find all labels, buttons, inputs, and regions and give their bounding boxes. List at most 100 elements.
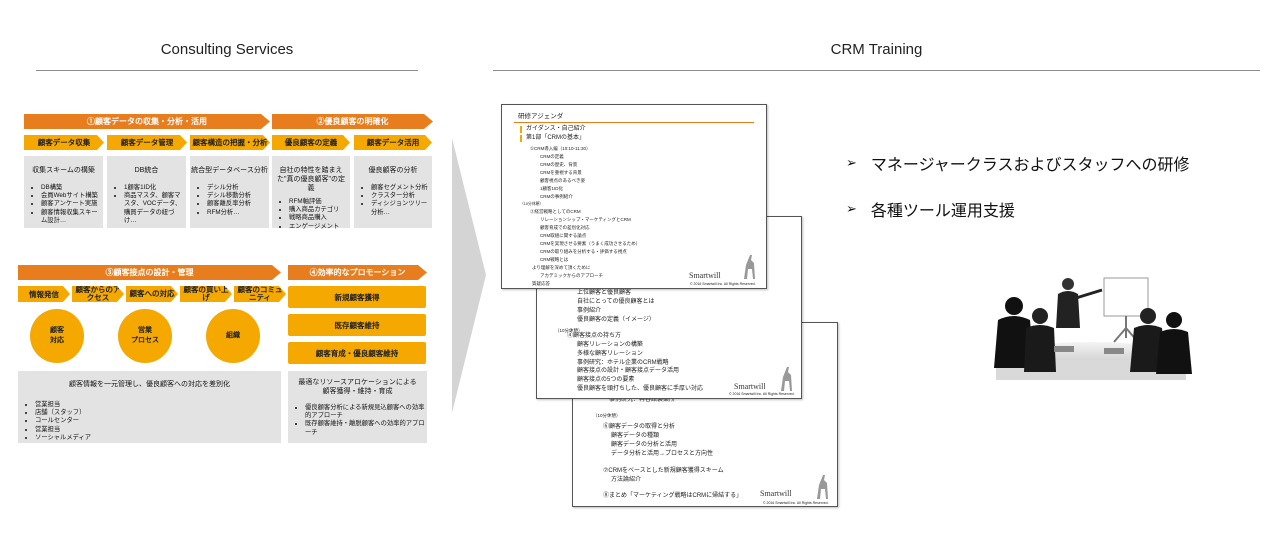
slide-line: （10分休憩）	[520, 202, 544, 206]
slide-line: データ分析と活用→プロセスと方向性	[611, 451, 714, 457]
giraffe-icon	[781, 367, 792, 391]
list-item: ディシジョンツリー分析…	[371, 200, 432, 216]
list-item: デシル移動分析	[207, 192, 269, 200]
copyright: © 2016 Smartwill Inc. All Rights Reserve…	[729, 392, 795, 396]
slide-line: 事例研究：ホテル企業のCRM戦略	[577, 360, 669, 366]
list-item: RFM分析…	[207, 209, 269, 217]
slide-line: より理解を深めて頂くために	[532, 265, 591, 270]
phase1-tab: 顧客データ管理	[107, 135, 187, 150]
agenda-marker	[520, 126, 522, 133]
circle-label: 営業 プロセス	[131, 327, 159, 344]
slide-line: 事例紹介	[577, 308, 602, 314]
slide-line: 自社にとっての優良顧客とは	[577, 299, 655, 305]
circle-label: 組織	[226, 332, 240, 339]
list-item: 商品マスタ、顧客マスタ、VOCデータ、購買データの紐づけ…	[124, 192, 186, 225]
box-heading: 顧客情報を一元管理し、優良顧客への対応を差別化	[69, 381, 230, 388]
phase3-tab: 顧客への対応	[126, 286, 178, 302]
list-item: RFM軸評価	[289, 198, 350, 206]
phase3-tab: 顧客の買い上げ	[180, 286, 232, 302]
phase3-box: 顧客情報を一元管理し、優良顧客への対応を差別化 営業担当 店舗（スタッフ） コー…	[18, 371, 281, 443]
meeting-illustration-icon	[994, 277, 1192, 380]
slide-line: 方法論紹介	[611, 477, 642, 483]
slide-line: 第1部「CRMの基本」	[526, 135, 586, 141]
list-item: 優良顧客分析による新規見込顧客への効率的アプローチ	[305, 404, 427, 420]
list-item: 顧客離反率分析	[207, 200, 269, 208]
slide-line: CRMの事例紹介	[540, 194, 573, 199]
giraffe-icon	[817, 475, 828, 499]
slide-line: 事例研究：再春館製薬所	[609, 397, 676, 403]
copyright: © 2016 Smartwill Inc. All Rights Reserve…	[690, 282, 756, 286]
slide-line: CRMの取り組みを分析する・評価する視点	[540, 249, 627, 254]
phase3-tab: 情報発信	[18, 286, 70, 302]
list-item: 会員Webサイト構築	[41, 192, 103, 200]
slide-line: 顧客リレーションの構築	[577, 342, 643, 348]
copyright: © 2016 Smartwill Inc. All Rights Reserve…	[763, 501, 829, 505]
brand-logo: Smartwill	[734, 382, 766, 391]
arrow-bullet-icon: ➢	[846, 201, 857, 216]
phase2-tab: 顧客データ活用	[354, 135, 432, 150]
phase4-header: ④効率的なプロモーション	[288, 265, 427, 280]
list-item: 購入商品カテゴリ	[289, 206, 350, 214]
list-item: 戦略商品購入	[289, 214, 350, 222]
list-item: 店舗（スタッフ）	[35, 409, 281, 417]
promotion-item: 新規顧客獲得	[288, 286, 426, 308]
slide-line: 多様な顧客リレーション	[577, 351, 643, 357]
phase2-header: ②優良顧客の明確化	[272, 114, 433, 129]
bullet-text: 各種ツール運用支援	[870, 203, 1015, 220]
slide-line: 優良顧客を頭打ちした、優良顧客に手厚い対応	[577, 386, 704, 392]
phase3-header: ③顧客接点の設計・管理	[18, 265, 281, 280]
slide-line: CRM取組に関する論点	[540, 233, 587, 238]
phase3-tab: 顧客からのアクセス	[72, 286, 124, 302]
list-item: デシル分析	[207, 184, 269, 192]
slide-line: 優良顧客の定義（イメージ）	[577, 317, 655, 323]
list-item: 既存顧客維持・離脱顧客への効率的アプローチ	[305, 420, 427, 436]
box-heading: DB統合	[134, 167, 159, 174]
touchpoint-circle: 組織	[206, 309, 260, 363]
slide-line: CRMを重視する背景	[540, 170, 582, 175]
slide-title: 研修アジェンダ	[518, 113, 564, 120]
list-item: エンゲージメント	[289, 223, 350, 231]
phase3-tab: 顧客のコミュニティ	[234, 286, 286, 302]
list-item: ソーシャルメディア	[35, 434, 281, 442]
slide-line: 1顧客1ID化	[540, 186, 564, 191]
list-item: 営業担当	[35, 426, 281, 434]
phase2-box: 自社の特性を踏まえた"真の優良顧客"の定義 RFM軸評価 購入商品カテゴリ 戦略…	[272, 156, 350, 231]
giraffe-icon	[744, 255, 755, 279]
slide-line: ①CRM導入編（10:10-11:30）	[530, 146, 591, 151]
slide-line: CRM戦略とは	[540, 257, 569, 262]
bullet-text: マネージャークラスおよびスタッフへの研修	[870, 157, 1190, 174]
agenda-marker	[520, 135, 522, 142]
slide-line: リレーションシップ・マーケティングとCRM	[540, 217, 631, 222]
list-item: 顧客セグメント分析	[371, 184, 432, 192]
phase1-tab: 顧客構造の把握・分析	[190, 135, 270, 150]
box-heading: 統合型データベース分析	[191, 167, 268, 174]
slide-line: （10分休憩）	[555, 328, 583, 333]
slide-line: ⑥顧客データの取得と分析	[603, 424, 676, 430]
touchpoint-circle: 顧客 対応	[30, 309, 84, 363]
list-item: DB構築	[41, 184, 103, 192]
list-item: 営業担当	[35, 401, 281, 409]
slide-line: アカデミックからのアプローチ	[540, 273, 603, 278]
list-item: 顧客情報収集スキーム設計…	[41, 209, 103, 225]
slide-line: （10分休憩）	[593, 413, 621, 418]
slide-line: ⑦CRMをベースとした新規顧客獲得スキーム	[603, 468, 724, 474]
slide-line: ②経営戦略としてのCRM	[530, 209, 581, 214]
service-bullet: ➢ マネージャークラスおよびスタッフへの研修	[846, 151, 1189, 175]
list-item: コールセンター	[35, 417, 281, 425]
slide-line: 顧客接点の設計・顧客接点データ活用	[577, 368, 680, 374]
crm-training-title: CRM Training	[830, 41, 923, 58]
list-item: クラスター分析	[371, 192, 432, 200]
slide-line: ⑧まとめ「マーケティング戦略はCRMに帰結する」	[603, 493, 743, 499]
phase2-tab: 優良顧客の定義	[272, 135, 350, 150]
arrow-bullet-icon: ➢	[846, 155, 857, 170]
slide-line: 顧客データの分析と活用	[611, 442, 678, 448]
promotion-item: 顧客育成・優良顧客維持	[288, 342, 426, 364]
slide-line: CRMの歴史、背景	[540, 162, 578, 167]
slide-line: ④顧客接点の持ち方	[567, 333, 622, 339]
slide-line: CRMの定義	[540, 154, 564, 159]
list-item: 1顧客1ID化	[124, 184, 186, 192]
slide-line: 顧客接点の5つの要素	[577, 377, 635, 383]
box-heading: 収集スキームの構築	[32, 167, 95, 174]
touchpoint-circle: 営業 プロセス	[118, 309, 172, 363]
box-heading: 自社の特性を踏まえた"真の優良顧客"の定義	[277, 167, 345, 192]
